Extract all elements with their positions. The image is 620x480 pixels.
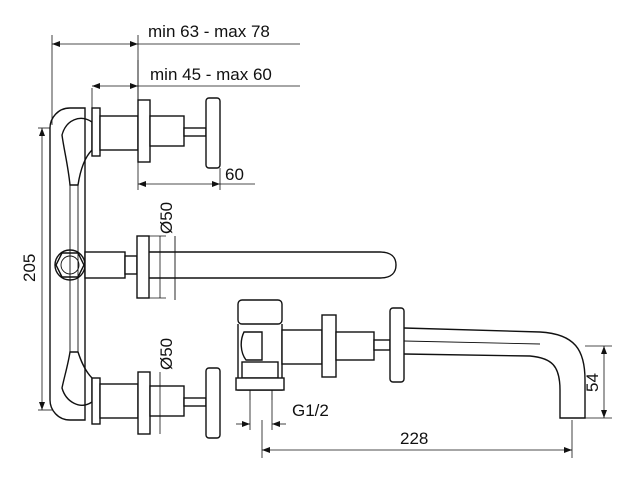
center-spout xyxy=(54,235,397,300)
dim-handle-width: 60 xyxy=(137,162,255,190)
right-stem xyxy=(373,339,391,351)
bottom-valve-nut xyxy=(91,377,101,425)
flange-diameter-top-label: Ø50 xyxy=(157,202,176,234)
dim-spout-drop: 54 xyxy=(583,345,612,419)
handle-width-label: 60 xyxy=(225,165,244,184)
dim-flange-bottom: Ø50 xyxy=(157,338,176,434)
spout-center xyxy=(403,340,541,345)
bottom-stem xyxy=(183,397,207,407)
right-spout xyxy=(403,327,586,419)
right-valve-body xyxy=(281,329,323,365)
body-depth-label: min 45 - max 60 xyxy=(150,65,272,84)
bottom-cover xyxy=(149,385,185,417)
center-hex xyxy=(55,252,85,278)
center-nut xyxy=(124,255,138,275)
right-view: 54 G1/2 228 xyxy=(235,299,612,458)
spout-reach-label: 228 xyxy=(400,429,428,448)
bottom-valve xyxy=(91,367,221,439)
right-union-top xyxy=(237,299,283,325)
overall-depth-label: min 63 - max 78 xyxy=(148,22,270,41)
bottom-valve-body xyxy=(99,383,139,419)
dim-spout-reach: 228 xyxy=(261,420,573,458)
right-flange xyxy=(321,314,337,378)
bottom-flange xyxy=(137,371,151,435)
top-valve xyxy=(91,97,221,169)
dim-body-depth: min 45 - max 60 xyxy=(91,60,300,108)
spout-drop-label: 54 xyxy=(583,373,602,392)
dim-overall-depth: min 63 - max 78 xyxy=(51,22,300,125)
right-elbow xyxy=(240,331,263,361)
right-base xyxy=(235,377,285,391)
top-cover xyxy=(149,115,185,147)
top-stem xyxy=(183,127,207,137)
center-body xyxy=(84,251,126,279)
right-cover xyxy=(335,331,375,361)
top-handle xyxy=(205,97,221,169)
top-valve-nut xyxy=(91,107,101,157)
height-label: 205 xyxy=(20,254,39,282)
dim-flange-top: Ø50 xyxy=(149,202,176,299)
thread-label: G1/2 xyxy=(292,401,329,420)
top-flange xyxy=(137,99,151,163)
dim-height: 205 xyxy=(20,127,52,411)
flange-diameter-bottom-label: Ø50 xyxy=(157,338,176,370)
backplate xyxy=(49,107,86,421)
top-valve-body xyxy=(99,115,139,151)
right-handle xyxy=(389,307,405,383)
spout-arm xyxy=(149,251,397,279)
center-flange xyxy=(136,235,150,299)
left-view: min 63 - max 78 min 45 - max 60 60 xyxy=(20,22,397,439)
bottom-handle xyxy=(205,367,221,439)
lower-inlet xyxy=(61,351,93,406)
right-nut xyxy=(241,361,279,379)
upper-inlet xyxy=(61,117,93,186)
center-union-inner xyxy=(60,255,80,275)
dim-thread: G1/2 xyxy=(236,400,329,430)
